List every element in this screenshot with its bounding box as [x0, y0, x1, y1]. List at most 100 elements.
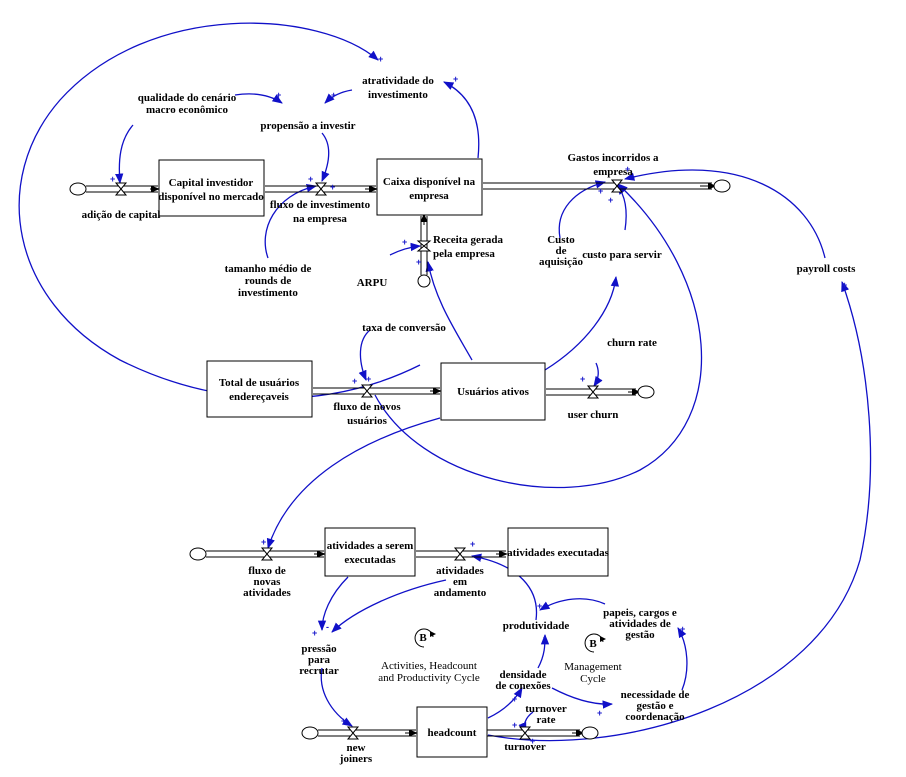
stock-capital: Capital investidor disponível no mercado	[158, 159, 265, 217]
valve-icon	[416, 240, 432, 252]
valve-icon	[314, 182, 328, 196]
link-custo-aquisicao-gastos	[558, 180, 607, 239]
link-headcount-payroll	[487, 281, 872, 742]
link-fluxo-novos-gastos	[374, 183, 703, 489]
stock-usuarios-totais-line-2: endereçaveis	[229, 391, 289, 403]
flow-receita-label-1: Receita gerada	[433, 234, 503, 246]
var-qualidade-line-2: macro econômico	[146, 104, 228, 116]
polarity-plus: +	[276, 90, 281, 100]
polarity-plus: +	[331, 90, 336, 100]
cloud-icon	[189, 547, 207, 561]
stock-headcount-line-1: headcount	[428, 727, 477, 739]
polarity-plus: +	[625, 164, 630, 174]
link-headcount-densidade	[487, 687, 523, 719]
flow-new-joiners-label-1: new	[347, 742, 366, 754]
link-usuarios-custo-servir	[544, 275, 619, 371]
link-pressao-joiners	[320, 667, 353, 727]
flow-novas-atividades-label-3: atividades	[243, 587, 291, 599]
var-pressao-line-1: pressão	[301, 643, 337, 655]
polarity-plus: +	[537, 601, 542, 611]
var-turnover-rate-line-2: rate	[537, 714, 556, 726]
var-necessidade-line-1: necessidade de	[621, 689, 690, 701]
polarity-plus: +	[598, 186, 603, 196]
cloud-icon	[301, 726, 319, 740]
stock-usuarios-totais-line-1: Total de usuários	[219, 377, 300, 389]
flow-turnover-label: turnover	[504, 741, 546, 753]
stock-caixa: Caixa disponível na empresa	[376, 158, 483, 216]
flow-novos-usuarios-label-2: usuários	[347, 415, 387, 427]
polarity-plus: +	[597, 708, 602, 718]
stock-atividades-a-executar: atividades a serem executadas	[324, 527, 416, 577]
var-papeis-line-3: gestão	[625, 629, 655, 641]
stock-atividades-a-executar-line-1: atividades a serem	[327, 540, 414, 552]
var-tamanho-medio-line-1: tamanho médio de	[225, 263, 312, 275]
link-qualidade-adicao	[115, 124, 134, 185]
flow-adicao-capital-label: adição de capital	[82, 209, 161, 221]
link-qualidade-propensao	[234, 93, 283, 104]
cloud-icon	[69, 182, 87, 196]
var-taxa-conversao: taxa de conversão	[362, 322, 446, 334]
var-necessidade-line-2: gestão e	[637, 700, 674, 712]
stock-capital-line-1: Capital investidor	[169, 177, 254, 189]
var-densidade-line-2: de conexões	[495, 680, 551, 692]
link-atividades-pressao	[317, 576, 349, 632]
var-necessidade-line-3: coordenação	[625, 711, 685, 723]
loop1-label-line-2: and Productivity Cycle	[378, 672, 480, 684]
polarity-plus: +	[580, 374, 585, 384]
stock-atividades-executadas-line-1: atividades executadas	[507, 547, 609, 559]
polarity-plus: +	[470, 539, 475, 549]
var-custo-aquisicao-line-3: aquisição	[539, 256, 584, 268]
link-arpu-receita	[389, 242, 422, 256]
stock-atividades-executadas: atividades executadas	[507, 527, 610, 577]
polarity-plus: +	[402, 237, 407, 247]
stock-usuarios-totais: Total de usuários endereçaveis	[206, 360, 313, 418]
flow-gastos-label-1: Gastos incorridos a	[567, 152, 659, 164]
polarity-minus: -	[543, 632, 546, 642]
valve-icon	[346, 726, 360, 740]
flow-new-joiners-label-2: joiners	[339, 753, 373, 765]
var-propensao-line-1: propensão a investir	[260, 120, 355, 132]
polarity-plus: +	[378, 54, 383, 64]
link-tamanho-fluxo	[264, 183, 318, 259]
var-pressao-line-3: recrutar	[299, 665, 339, 677]
polarity-plus: +	[842, 280, 847, 290]
link-densidade-produtividade	[537, 633, 550, 669]
link-andamento-pressao	[331, 579, 447, 633]
loop2-label-line-1: Management	[564, 661, 621, 673]
link-produtividade-andamento	[470, 553, 538, 621]
flow-novas-atividades-label-1: fluxo de	[248, 565, 286, 577]
polarity-plus: +	[308, 174, 313, 184]
polarity-plus: +	[366, 374, 371, 384]
link-usuarios-receita	[425, 260, 473, 361]
var-payroll: payroll costs	[797, 263, 856, 275]
stock-capital-line-2: disponível no mercado	[158, 191, 264, 203]
polarity-plus: +	[110, 174, 115, 184]
flow-user-churn-label: user churn	[568, 409, 619, 421]
polarity-minus: -	[326, 622, 329, 632]
stock-headcount: headcount	[416, 706, 488, 758]
stock-usuarios-ativos: Usuários ativos	[440, 362, 546, 421]
polarity-plus: +	[453, 74, 458, 84]
var-tamanho-medio-line-3: investimento	[238, 287, 298, 299]
var-custo-aquisicao-line-1: Custo	[547, 234, 575, 246]
valve-icon	[114, 182, 128, 196]
var-papeis-line-2: atividades de	[609, 618, 671, 630]
var-produtividade: produtividade	[503, 620, 570, 632]
loop2-label-line-2: Cycle	[580, 673, 606, 685]
polarity-plus: +	[416, 257, 421, 267]
var-arpu: ARPU	[357, 277, 388, 289]
flow-novas-atividades-label-2: novas	[254, 576, 282, 588]
flow-valves	[114, 179, 624, 740]
var-atratividade-line-1: atratividade do	[362, 75, 434, 87]
flow-investimento-label-1: fluxo de investimento	[270, 199, 371, 211]
stock-atividades-a-executar-line-2: executadas	[344, 554, 396, 566]
link-densidade-necessidade	[551, 687, 614, 709]
var-tamanho-medio-line-2: rounds de	[245, 275, 292, 287]
var-churn-rate: churn rate	[607, 337, 657, 349]
loop1-symbol: B	[419, 632, 427, 644]
var-papeis-line-1: papeis, cargos e	[603, 607, 677, 619]
polarity-plus: +	[352, 376, 357, 386]
flow-andamento-label-2: em	[453, 576, 467, 588]
valve-icon	[610, 179, 624, 193]
